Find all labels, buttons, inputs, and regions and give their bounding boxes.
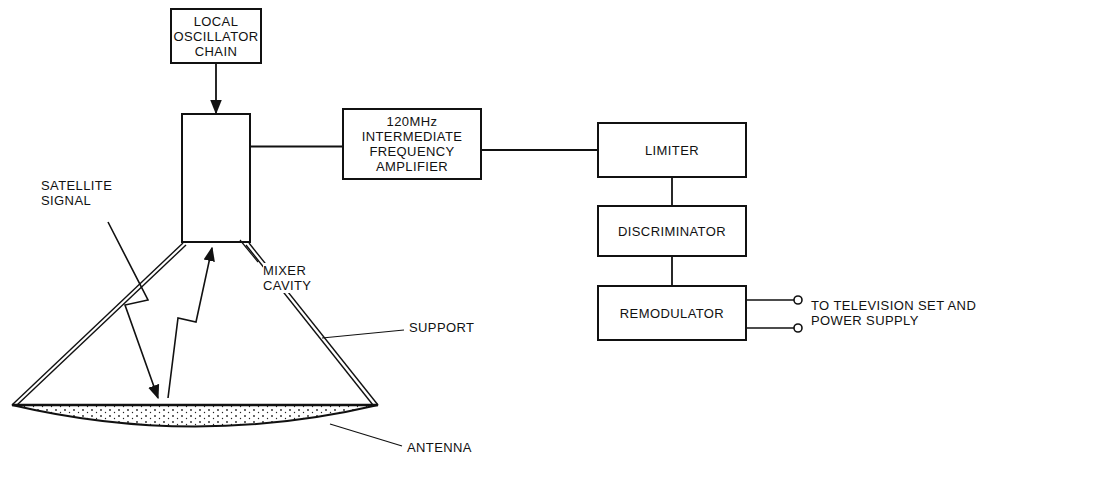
remodulator-box: REMODULATOR: [597, 285, 747, 341]
part-label: ANTENNA: [406, 440, 488, 455]
incoming-signal: [108, 222, 158, 398]
box-text: REMODULATOR: [620, 306, 724, 321]
signal-connector: [671, 257, 673, 285]
box-text: 120MHz INTERMEDIATE FREQUENCY AMPLIFIER: [352, 114, 472, 174]
leader-line: [240, 240, 258, 262]
signal-connector: [671, 178, 673, 205]
antenna-dish: [12, 405, 378, 427]
reflected-signal: [168, 248, 212, 398]
box-text: MIXER CAVITY: [263, 263, 343, 293]
signal-connector: [215, 64, 217, 113]
leader-line: [330, 424, 402, 446]
output-label: TO TELEVISION SET AND POWER SUPPLY: [810, 298, 1012, 328]
signal-label: SATELLITE SIGNAL: [40, 178, 130, 208]
box-text: LOCAL OSCILLATOR CHAIN: [173, 14, 258, 59]
amplifier-box: 120MHz INTERMEDIATE FREQUENCY AMPLIFIER: [342, 108, 482, 180]
discriminator-box: DISCRIMINATOR: [597, 205, 747, 257]
signal-connector: [251, 146, 342, 148]
part-label: SUPPORT: [408, 320, 490, 335]
support-struts: [12, 243, 378, 405]
leader-line: [322, 330, 404, 338]
signal-connector: [482, 149, 597, 151]
box-text: DISCRIMINATOR: [618, 224, 726, 239]
antenna-rim: [12, 404, 378, 407]
mixer-cavity: MIXER CAVITY: [181, 113, 251, 243]
box-text: LIMITER: [645, 143, 699, 158]
output-terminals: [747, 296, 802, 332]
oscillator-box: LOCAL OSCILLATOR CHAIN: [170, 8, 262, 64]
limiter-box: LIMITER: [597, 122, 747, 178]
